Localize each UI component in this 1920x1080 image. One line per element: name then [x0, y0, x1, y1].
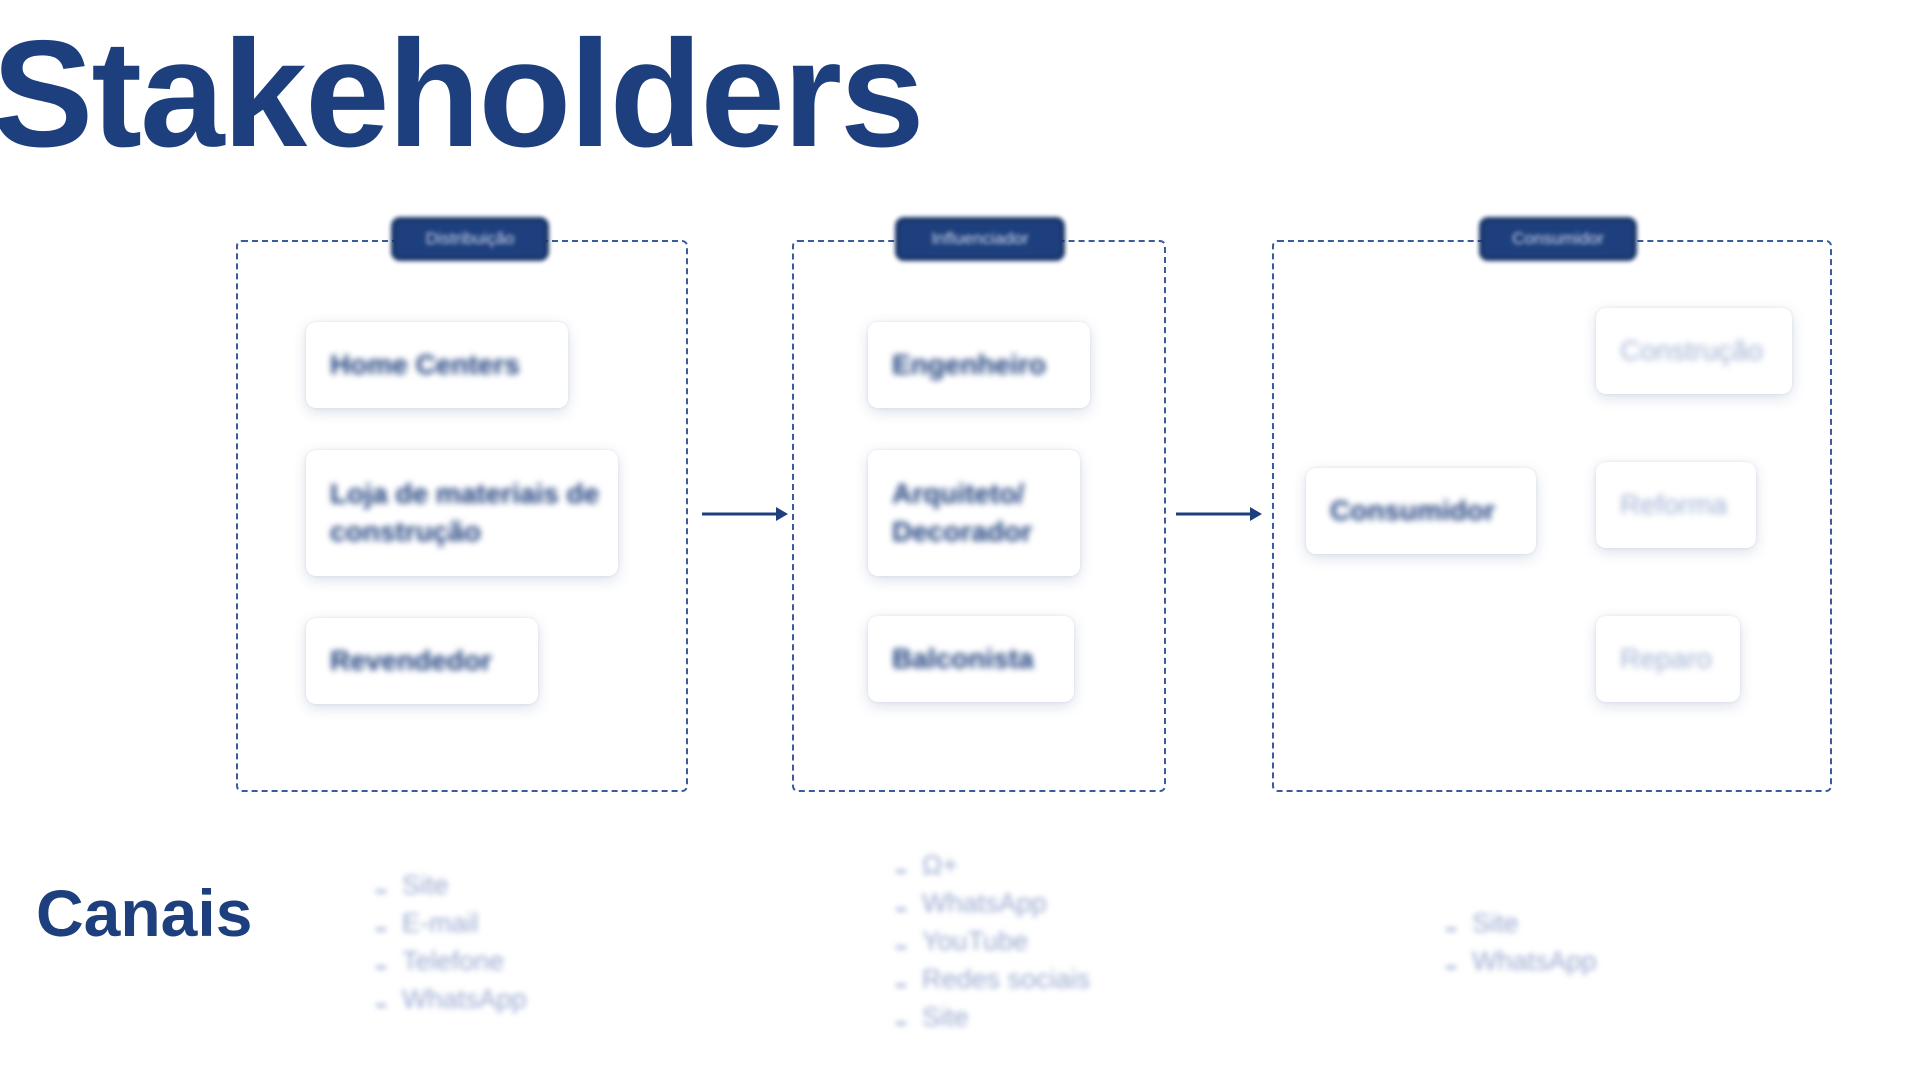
- stakeholder-group-distribution: Distribuição: [236, 218, 688, 792]
- stakeholder-card-label: Consumidor: [1330, 495, 1495, 526]
- channel-item: WhatsApp: [896, 884, 1090, 922]
- channel-item: Site: [1446, 904, 1597, 942]
- channel-item: Site: [376, 866, 527, 904]
- stakeholder-card-engineer: Engenheiro: [868, 322, 1090, 408]
- channels-list-consumer: Site WhatsApp: [1446, 904, 1597, 980]
- channel-item: Redes sociais: [896, 960, 1090, 998]
- stakeholder-card-reseller: Revendedor: [306, 618, 538, 704]
- channel-item: WhatsApp: [1446, 942, 1597, 980]
- consumer-segment-repair: Reparo: [1596, 616, 1740, 702]
- consumer-segment-label: Reforma: [1620, 489, 1728, 520]
- stakeholder-group-consumer: Consumidor: [1272, 218, 1832, 792]
- stakeholder-card-label: Home Centers: [330, 349, 520, 380]
- channels-list-influencer: Ω+ WhatsApp YouTube Redes sociais Site: [896, 846, 1090, 1036]
- consumer-segment-label: Reparo: [1620, 643, 1712, 674]
- consumer-segment-renovation: Reforma: [1596, 462, 1756, 548]
- stakeholder-group-influencer: Influenciador: [792, 218, 1166, 792]
- page-title: Stakeholders: [0, 9, 925, 179]
- channel-item: Site: [896, 998, 1090, 1036]
- stakeholder-card-label: Arquiteto/ Decorador: [892, 478, 1033, 547]
- stakeholder-card-label: Balconista: [892, 643, 1034, 674]
- channel-item: E-mail: [376, 904, 527, 942]
- group-tag-distribution: Distribuição: [392, 218, 548, 260]
- channel-item: WhatsApp: [376, 980, 527, 1018]
- stakeholder-card-label: Engenheiro: [892, 349, 1047, 380]
- stakeholder-card-clerk: Balconista: [868, 616, 1074, 702]
- channels-list-distribution: Site E-mail Telefone WhatsApp: [376, 866, 527, 1018]
- stakeholder-card-architect: Arquiteto/ Decorador: [868, 450, 1080, 576]
- group-tag-influencer: Influenciador: [896, 218, 1064, 260]
- stakeholder-card-consumer: Consumidor: [1306, 468, 1536, 554]
- consumer-segment-construction: Construção: [1596, 308, 1792, 394]
- channel-item: Telefone: [376, 942, 527, 980]
- stakeholder-card-label: Loja de materiais de construção: [330, 478, 600, 547]
- consumer-segment-label: Construção: [1620, 335, 1764, 366]
- channel-item: YouTube: [896, 922, 1090, 960]
- stakeholder-card-label: Revendedor: [330, 645, 492, 676]
- stakeholder-card-home-centers: Home Centers: [306, 322, 568, 408]
- channel-item: Ω+: [896, 846, 1090, 884]
- flow-arrow-1: [702, 507, 788, 521]
- group-tag-consumer: Consumidor: [1480, 218, 1636, 260]
- flow-arrow-2: [1176, 507, 1262, 521]
- stakeholder-card-building-materials-store: Loja de materiais de construção: [306, 450, 618, 576]
- channels-title: Canais: [36, 876, 253, 950]
